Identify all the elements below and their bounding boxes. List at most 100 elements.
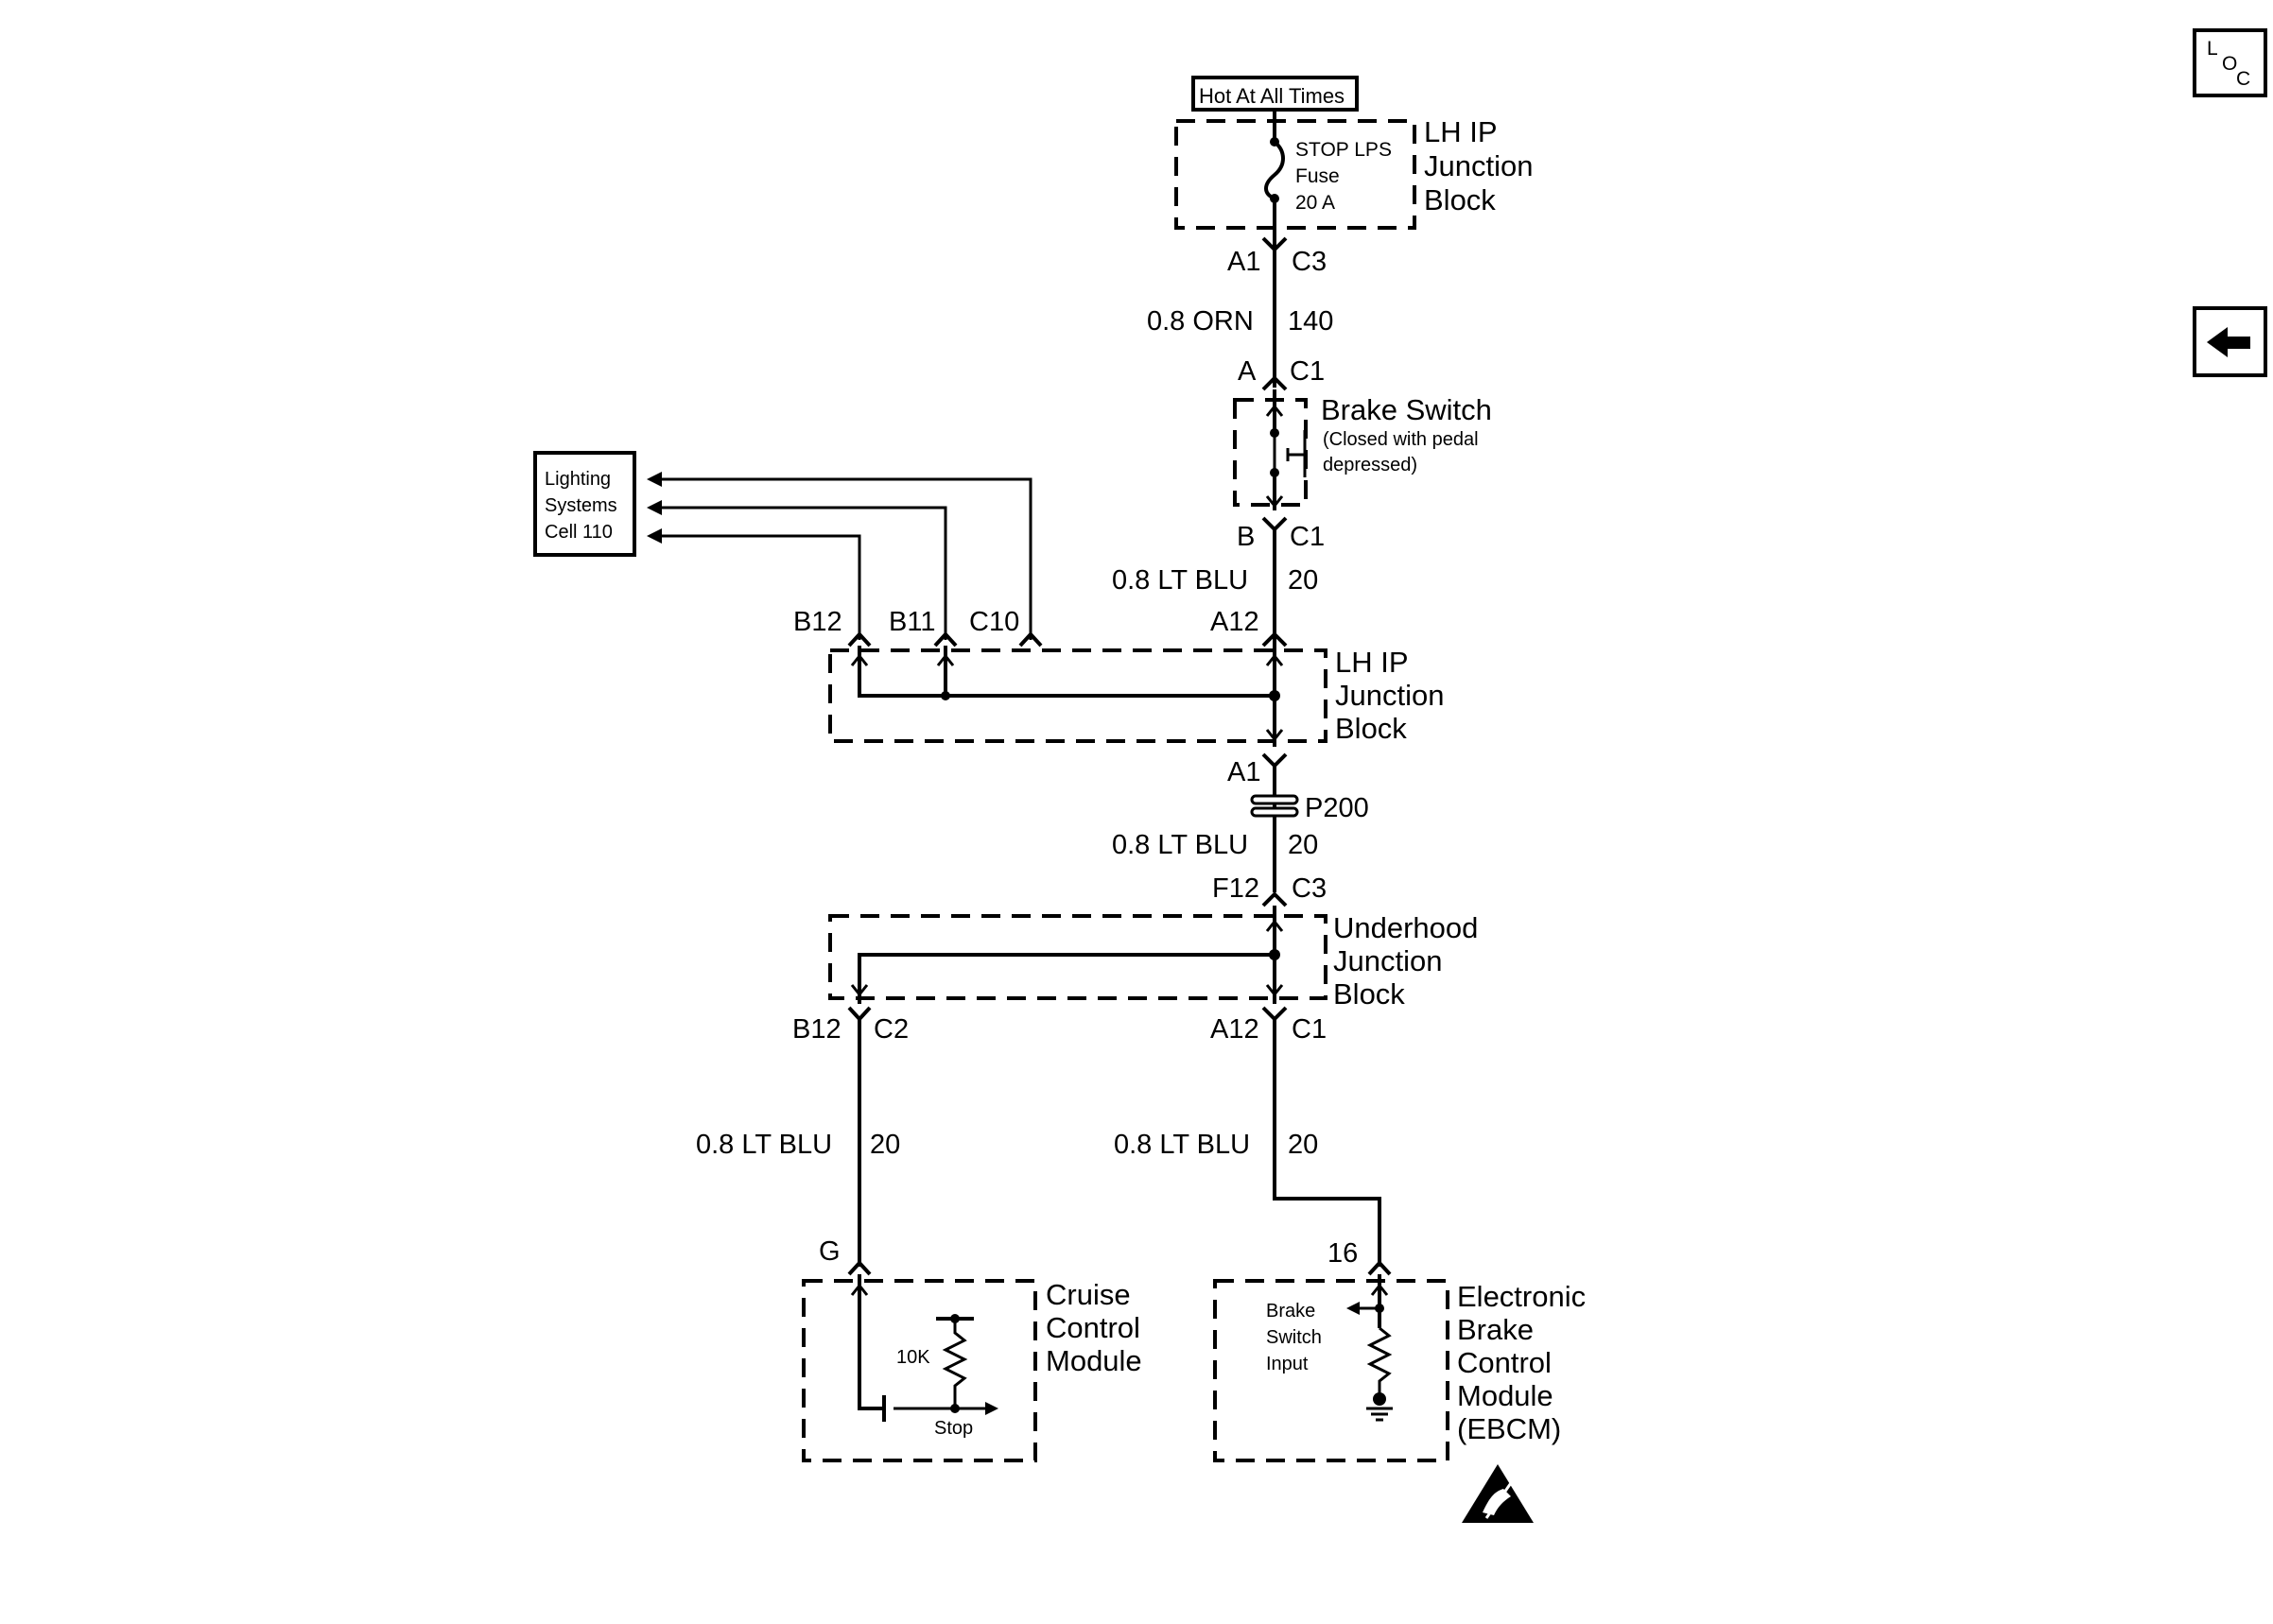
p200-label: P200 [1305,793,1369,823]
cruise-stop-label: Stop [934,1418,973,1439]
cruise-control-module-outline [802,1279,1037,1462]
hot-at-all-times-label: Hot At All Times [1199,84,1345,108]
location-letter-o: O [2222,53,2237,75]
underhood-out-arrow-a12 [1265,984,1284,997]
wire-lt-blu-middle-circuit: 20 [1288,830,1318,860]
pin-c10-lh-ip: C10 [969,607,1019,637]
ebcm-input-line3: Input [1266,1354,1309,1374]
lh-ip-jb-top-line2: Junction [1424,149,1533,182]
fuse-rating: 20 A [1295,192,1335,214]
lh-ip-junction-block-top-outline [1174,119,1416,230]
connector-a12-c1-symbol [1261,1006,1288,1022]
connector-b-c1-symbol [1261,516,1288,532]
pin-f12: F12 [1212,873,1259,904]
lh-ip-jb-top-line3: Block [1424,183,1496,216]
connector-c1-brake-bottom: C1 [1290,522,1325,552]
lighting-line2: Systems [545,495,617,516]
wire-left-color: 0.8 LT BLU [696,1130,832,1160]
underhood-jb-line1: Underhood [1333,911,1478,944]
wire-orn-circuit: 140 [1288,306,1333,337]
ebcm-pulldown-resistor [1366,1326,1393,1393]
lh-ip-jb-line1: LH IP [1335,646,1409,679]
location-button[interactable]: L O C [2193,28,2267,97]
connector-a-symbol [1261,375,1288,391]
fuse-symbol [1264,140,1285,200]
lh-ip-splice-dot-b11 [941,691,950,700]
cruise-resistor-value: 10K [896,1347,930,1368]
brake-switch-outline [1233,398,1308,507]
lh-ip-bus-b12 [858,646,1275,698]
lh-ip-out-arrow [1265,729,1284,742]
fuse-word: Fuse [1295,165,1340,187]
wire-orn-color: 0.8 ORN [1147,306,1254,337]
lh-ip-jb-line3: Block [1335,712,1407,745]
connector-a1-c3-symbol [1261,236,1288,252]
pin-b-brake-switch: B [1237,522,1255,552]
connector-b11-symbol [933,631,958,648]
connector-16-symbol [1367,1260,1392,1276]
underhood-in-arrow [1265,919,1284,932]
location-letter-l: L [2207,38,2218,60]
lh-ip-in-arrow [1265,653,1284,666]
connector-c3-top: C3 [1292,247,1327,277]
underhood-bus [858,953,1275,1004]
connector-c1-brake-top: C1 [1290,356,1325,387]
ebcm-line4: Module [1457,1379,1553,1412]
lighting-arrow-b12 [647,528,662,544]
location-letter-c: C [2236,68,2250,90]
cruise-resistor-node-bottom [950,1404,960,1413]
cruise-internal-input [858,1274,884,1410]
lh-ip-jb-top-line1: LH IP [1424,115,1498,148]
connector-c1-underhood: C1 [1292,1014,1327,1045]
wire-left-circuit: 20 [870,1130,900,1160]
cruise-input-arrow [850,1283,869,1296]
connector-b12-symbol [847,631,872,648]
underhood-out-arrow-b12 [850,984,869,997]
wire-b12-to-lighting [652,534,861,640]
ebcm-input-arrow [1370,1283,1389,1296]
lighting-arrow-b11 [647,500,662,515]
ebcm-line5: (EBCM) [1457,1412,1561,1445]
lh-ip-junction-block-outline [828,648,1327,743]
lh-ip-b12-arrow [850,653,869,666]
cruise-line1: Cruise [1046,1278,1131,1311]
cruise-line2: Control [1046,1311,1140,1344]
p200-inline-connector-bottom [1250,806,1299,818]
back-arrow-icon [2207,327,2250,357]
brake-switch-note-line1: (Closed with pedal [1323,429,1479,450]
cruise-10k-resistor [942,1319,968,1408]
wire-lt-blu-upper-circuit: 20 [1288,565,1318,596]
ebcm-brake-switch-input-arrow [1346,1302,1360,1315]
pin-a1-lh-ip: A1 [1227,757,1260,787]
lighting-arrow-c10 [647,472,662,487]
back-button[interactable] [2193,306,2267,377]
connector-c3-underhood: C3 [1292,873,1327,904]
brake-switch-note-line2: depressed) [1323,455,1417,475]
ebcm-input-line1: Brake [1266,1301,1315,1322]
ebcm-line1: Electronic [1457,1280,1586,1313]
pin-a12-lh-ip: A12 [1210,607,1259,637]
pin-g-cruise: G [819,1236,841,1267]
connector-f12-symbol [1261,891,1288,907]
wire-c10-to-lighting [652,477,1032,640]
brake-switch-pedal-actuator [1288,430,1307,477]
pin-a-brake-switch: A [1238,356,1257,387]
pin-a1-top: A1 [1227,247,1260,277]
ebcm-input-line2: Switch [1266,1327,1322,1348]
lh-ip-b11-arrow [936,653,955,666]
underhood-junction-block-outline [828,914,1327,1000]
underhood-splice-dot [1269,949,1280,960]
pin-a12-underhood: A12 [1210,1014,1259,1045]
connector-c2-underhood: C2 [874,1014,909,1045]
wire-b11-to-lighting [652,506,947,640]
ebcm-line2: Brake [1457,1313,1534,1346]
pin-b11-lh-ip: B11 [889,607,935,637]
pin-b12-underhood: B12 [792,1014,842,1045]
connector-a1-lh-ip-symbol [1261,752,1288,769]
lh-ip-jb-line2: Junction [1335,679,1444,712]
connector-b12-c2-symbol [847,1006,872,1022]
underhood-jb-line3: Block [1333,977,1405,1011]
lighting-line1: Lighting [545,469,611,490]
pin-b12-lh-ip: B12 [793,607,842,637]
esd-warning-icon [1462,1464,1534,1523]
